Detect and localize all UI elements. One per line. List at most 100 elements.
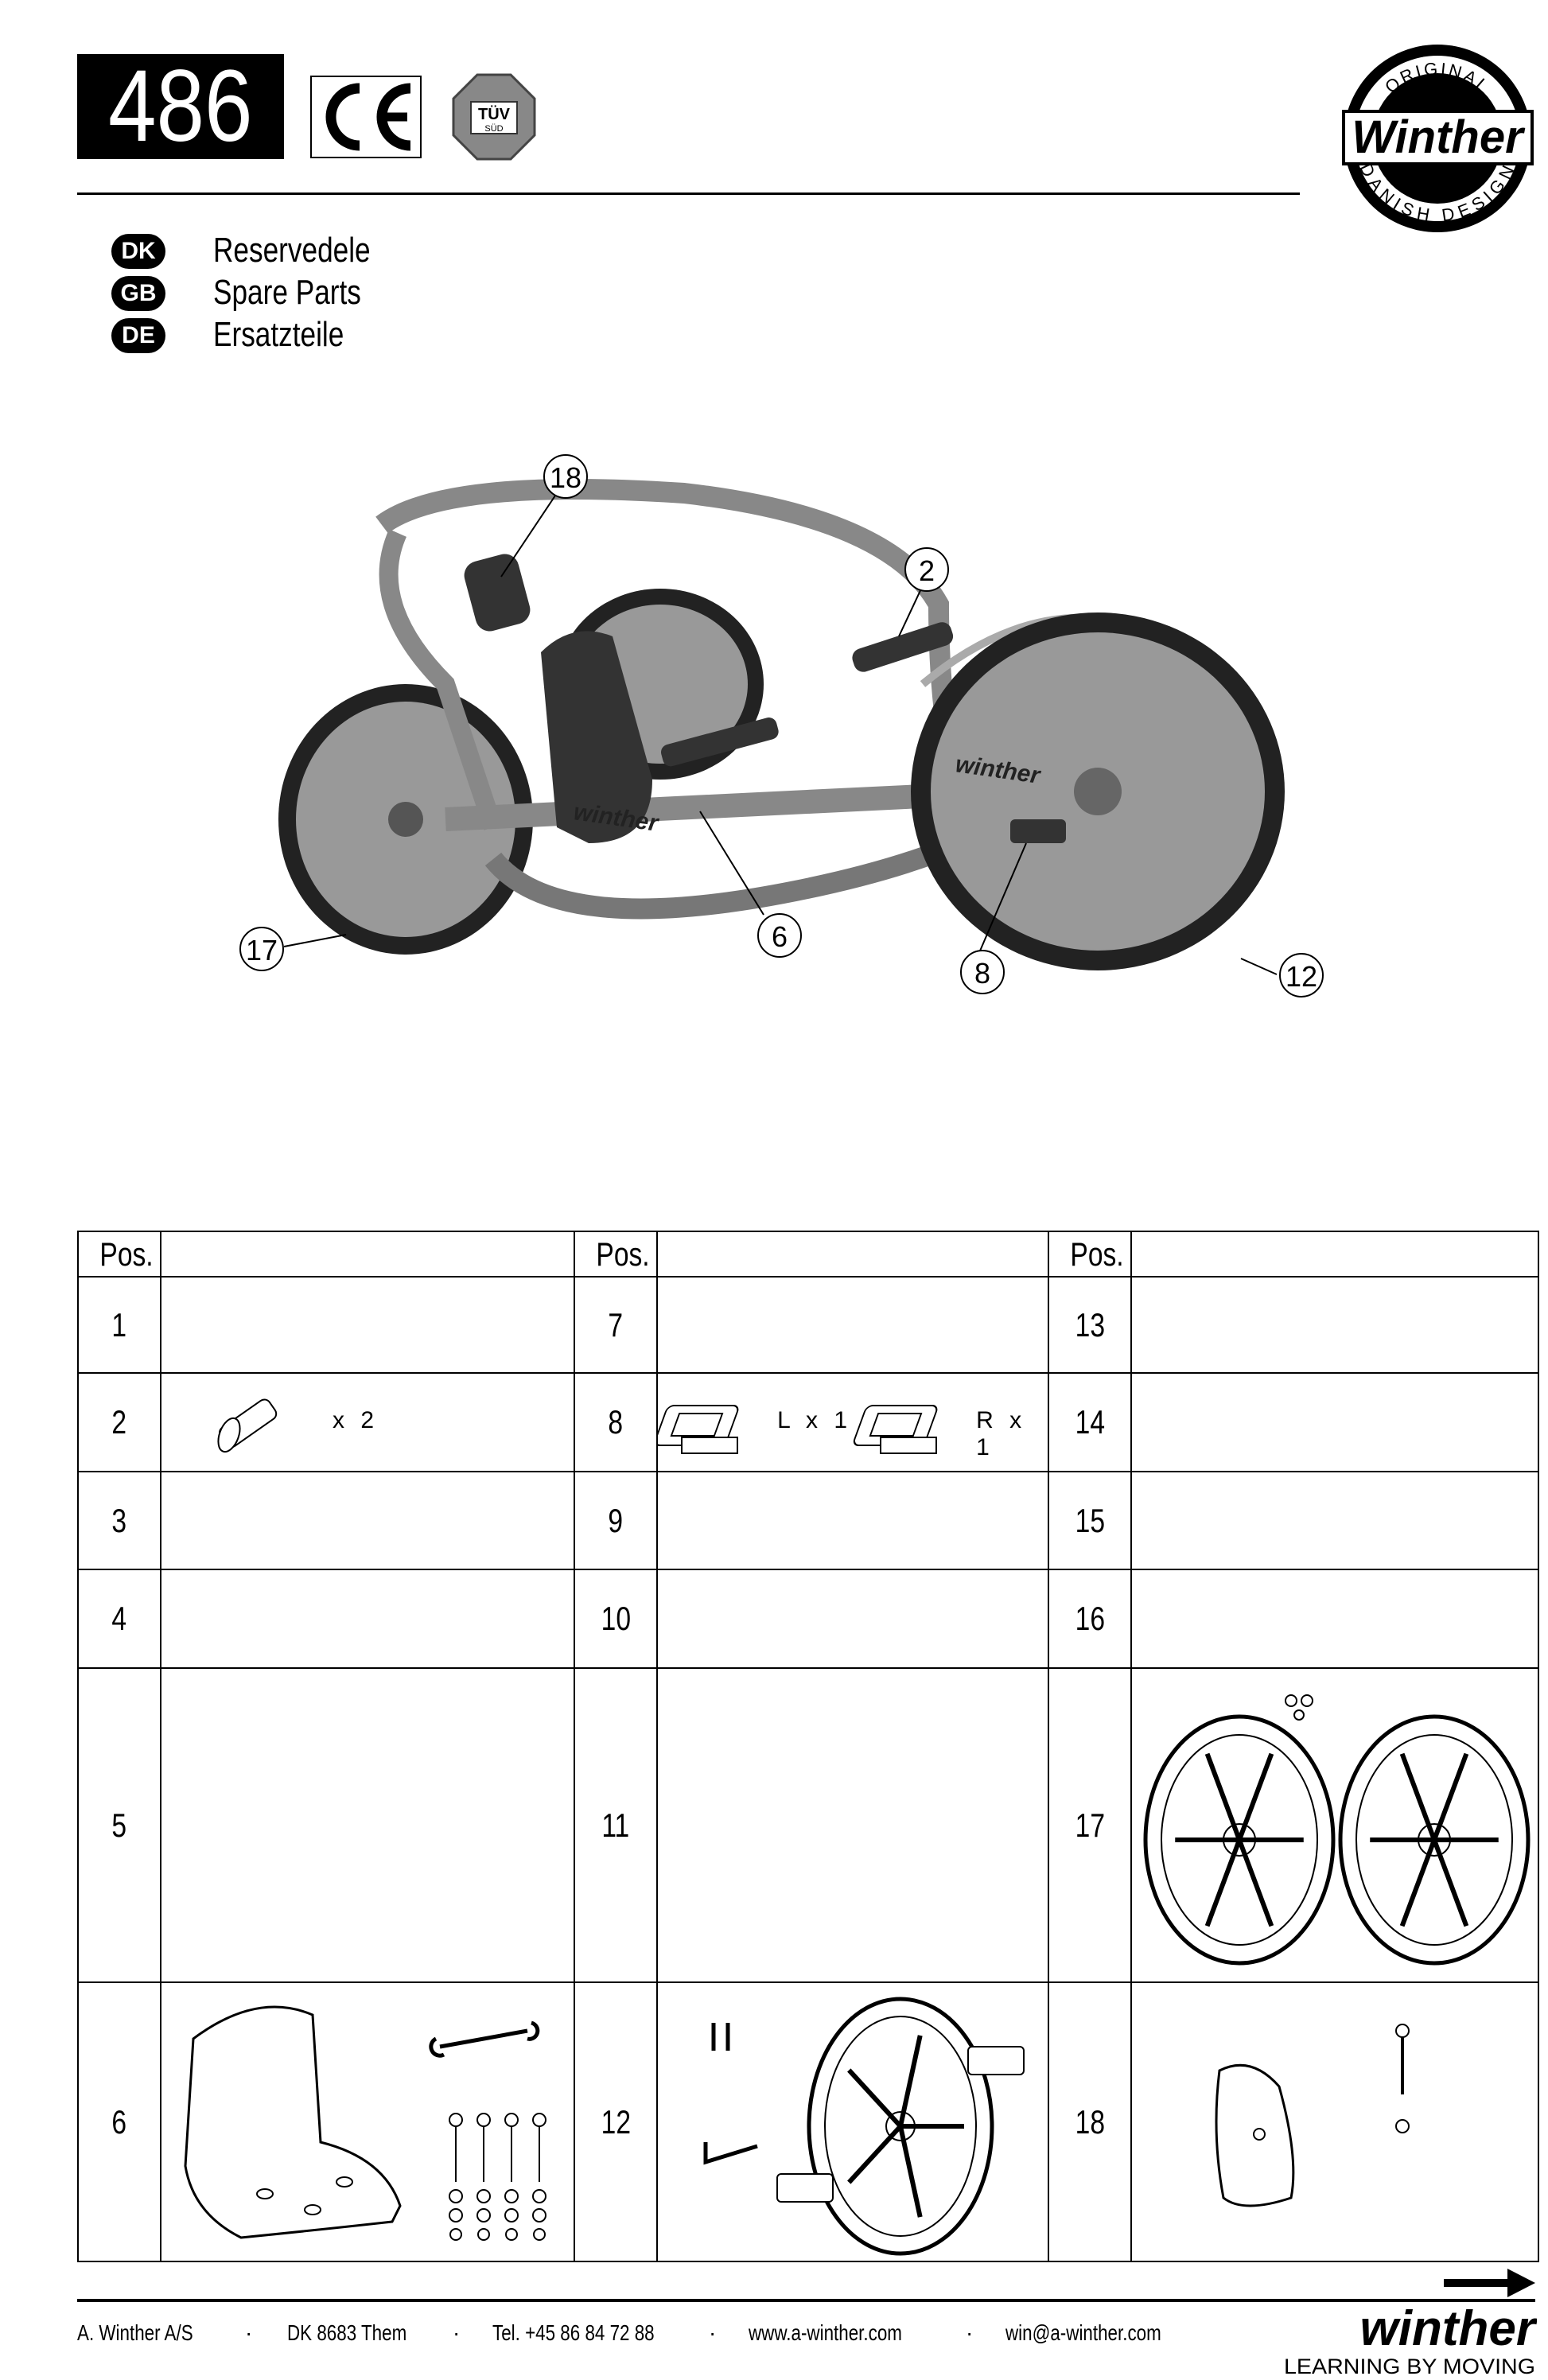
pos-number: 11 [601,1806,630,1844]
footer-phone: Tel. +45 86 84 72 88 [492,2320,655,2345]
pos-column-header: Pos. [76,1231,162,1278]
callout-18: 18 [543,454,588,499]
part-image-cell-headrest [1130,1981,1540,2262]
tuv-text: TÜV [478,105,511,123]
header-divider [77,192,1300,195]
footer-separator: · [453,2320,461,2345]
trike-illustration: winther winther 18 2 17 6 8 12 [239,445,1336,1002]
footer-address: DK 8683 Them [287,2320,407,2345]
pos-number-cell: 12 [574,1981,659,2262]
pos-number-cell: 11 [574,1667,659,1983]
part-image-cell-rear-wheels [1130,1667,1540,1983]
pos-number-cell: 3 [76,1471,162,1570]
footer-separator: · [245,2320,253,2345]
pos-number-cell: 7 [574,1276,659,1374]
callout-6: 6 [757,913,802,958]
part-image-cell [1130,1276,1540,1374]
part-image-cell [160,1471,576,1570]
part-image-cell [656,1667,1050,1983]
ce-mark-icon [310,76,422,158]
model-number-badge: 486 [77,54,284,159]
part-image-cell [1130,1569,1540,1669]
pos-number: 17 [1075,1806,1105,1844]
language-badge: DK [111,234,165,269]
footer-logo-name: winther [1360,2305,1537,2356]
pos-number: 15 [1075,1501,1105,1539]
model-number: 486 [108,49,253,163]
pos-number: 7 [608,1305,624,1344]
language-badge: GB [111,276,165,311]
pos-number-cell: 8 [574,1372,659,1472]
pos-number-cell: 1 [76,1276,162,1374]
part-image-cell [656,1471,1050,1570]
table-header-row: Pos. Pos. Pos. [76,1231,1540,1278]
seal-brand-name: Winther [1352,111,1526,163]
winther-footer-logo: winther LEARNING BY MOVING [1282,2301,1538,2378]
footer-divider [77,2299,1535,2302]
quantity-label: x 2 [333,1407,379,1433]
callout-2: 2 [904,547,949,592]
pos-number: 16 [1075,1600,1105,1637]
quantity-left-label: L x 1 [777,1407,853,1433]
pos-number-cell: 13 [1048,1276,1133,1374]
pos-number: 10 [601,1600,631,1637]
pos-number-cell: 10 [574,1569,659,1669]
part-image-cell-seat-kit [160,1981,576,2262]
part-image-cell [160,1667,576,1983]
pos-number-cell: 2 [76,1372,162,1472]
part-image-cell [656,1276,1050,1374]
pos-number: 18 [1075,2102,1105,2141]
part-image-cell [1130,1372,1540,1472]
part-column-header [1130,1231,1540,1278]
pos-number-cell: 6 [76,1981,162,2262]
pos-header-label: Pos. [596,1235,650,1273]
pos-number-cell: 4 [76,1569,162,1669]
pos-number: 14 [1075,1403,1105,1441]
callout-8: 8 [960,950,1005,994]
front-wheel-image [911,612,1285,970]
pos-header-label: Pos. [99,1235,154,1273]
pos-column-header: Pos. [574,1231,659,1278]
pos-number: 13 [1075,1305,1105,1344]
table-row: 5 11 17 [76,1667,1540,1983]
language-title: Ersatzteile [213,315,344,354]
table-row: 6 12 18 [76,1981,1540,2262]
pos-number: 1 [111,1305,127,1344]
part-image-cell [656,1569,1050,1669]
table-row: 3 9 15 [76,1471,1540,1570]
callout-12: 12 [1279,953,1324,998]
footer-separator: · [709,2320,717,2345]
part-image-cell [160,1569,576,1669]
footer-email-link[interactable]: win@a-winther.com [1005,2320,1161,2345]
footer-website-link[interactable]: www.a-winther.com [749,2320,902,2345]
footer-company: A. Winther A/S [77,2320,193,2345]
footer-tagline: LEARNING BY MOVING [1284,2355,1535,2376]
sud-text: SÜD [484,124,503,134]
table-row: 4 10 16 [76,1569,1540,1669]
pos-number-cell: 17 [1048,1667,1133,1983]
callout-17: 17 [239,927,284,971]
pos-number-cell: 5 [76,1667,162,1983]
pos-number: 2 [111,1403,127,1441]
table-row: 2 x 2 8 L x 1 R x 1 14 [76,1372,1540,1472]
pos-number: 8 [608,1403,624,1441]
pos-number: 3 [111,1501,127,1539]
pos-number-cell: 16 [1048,1569,1133,1669]
footer-separator: · [966,2320,974,2345]
part-image-cell-front-wheel-assembly [656,1981,1050,2262]
pos-number: 5 [111,1806,127,1844]
pos-number: 4 [111,1600,127,1637]
quantity-right-label: R x 1 [976,1407,1027,1460]
language-badge: DE [111,318,165,353]
part-image-cell-handle-grip: x 2 [160,1372,576,1472]
tuv-sud-mark-icon: TÜV SÜD [452,73,536,161]
pos-number: 6 [111,2102,127,2141]
pos-number: 9 [608,1501,624,1539]
pos-number-cell: 14 [1048,1372,1133,1472]
winther-original-seal-logo: ORIGINAL DANISH DESIGN Winther [1340,41,1535,236]
pos-header-label: Pos. [1070,1235,1124,1273]
part-image-cell [1130,1471,1540,1570]
language-title: Reservedele [213,231,371,270]
part-column-header [656,1231,1050,1278]
